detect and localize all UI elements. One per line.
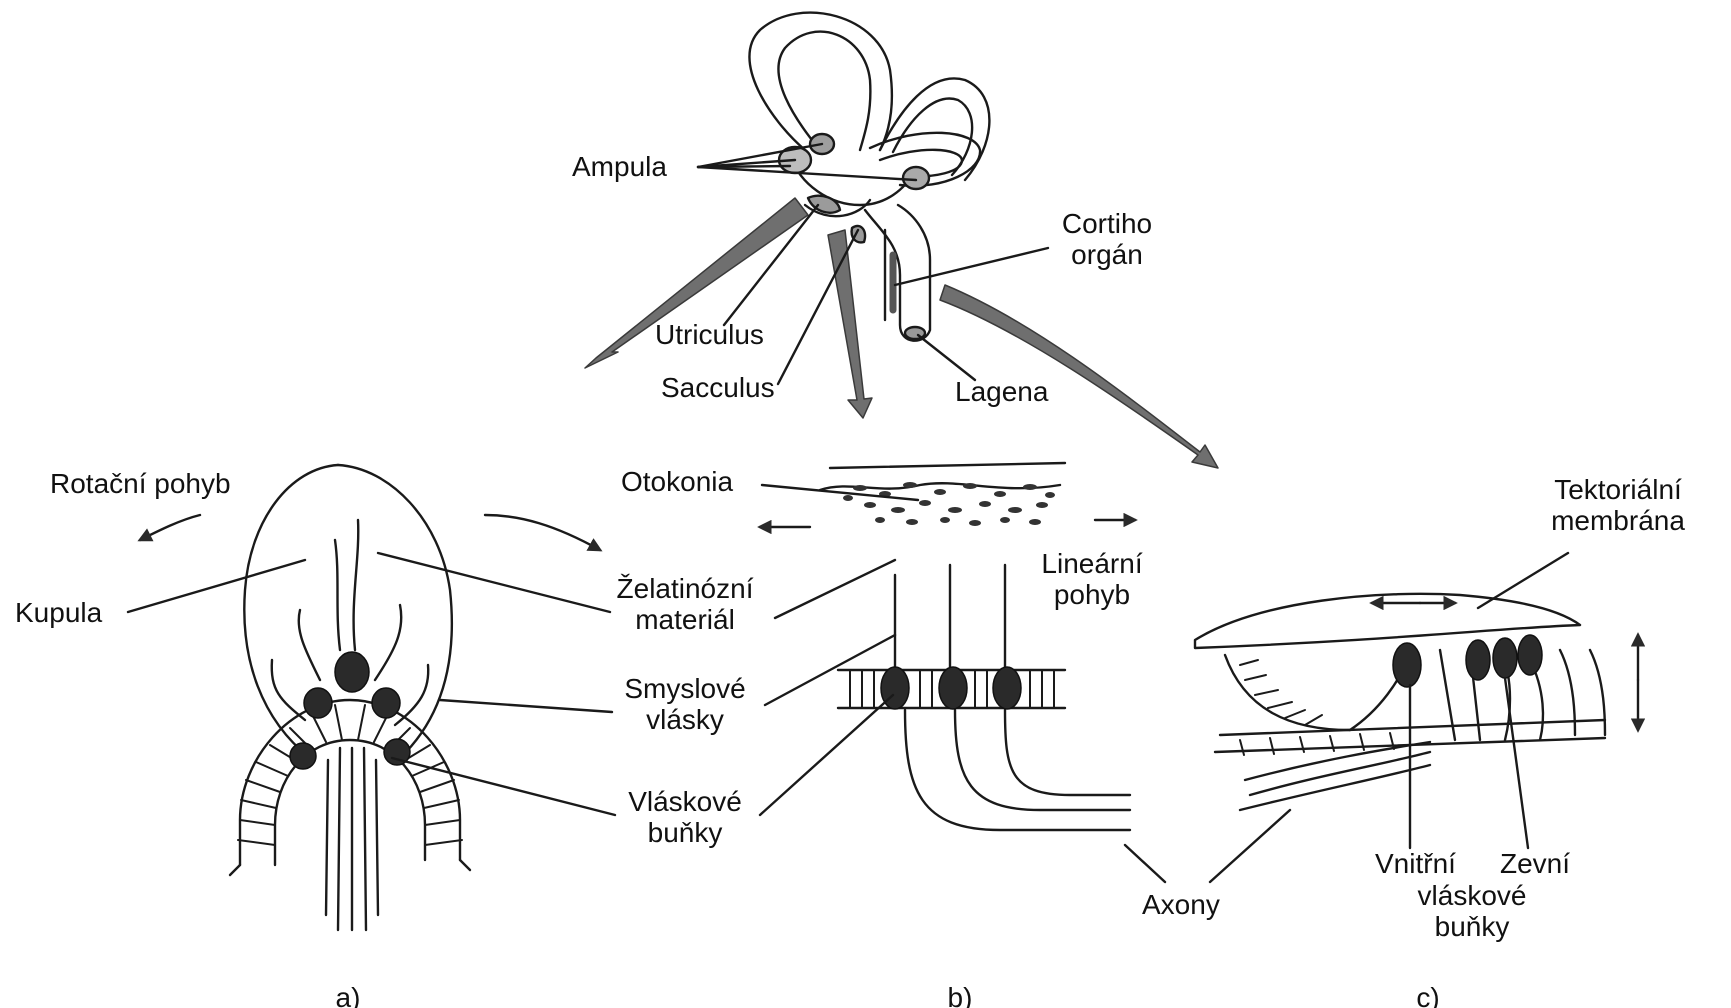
label-zelatinozni-material: Želatinózní materiál — [617, 573, 754, 635]
label-otokonia: Otokonia — [621, 466, 733, 497]
label-vlaskove-bunky-c-line1: vláskové — [1418, 880, 1527, 911]
label-utriculus: Utriculus — [655, 319, 764, 350]
label-rotacni-pohyb: Rotační pohyb — [50, 468, 231, 499]
panel-a-drawing — [240, 465, 460, 930]
label-vlaskove-bunky-c: vláskové buňky — [1418, 880, 1527, 942]
label-linearni-line1: Lineární — [1041, 548, 1142, 579]
label-kupula: Kupula — [15, 597, 102, 628]
label-tektorialni-membrana: Tektoriální membrána — [1551, 474, 1685, 536]
label-ampula: Ampula — [572, 151, 667, 182]
panel-b-drawing — [820, 463, 1130, 830]
label-vlaskove-bunky: Vláskové buňky — [628, 786, 742, 848]
panel-a-ribs — [238, 705, 462, 845]
label-linearni-line2: pohyb — [1041, 579, 1142, 610]
label-zevni: Zevní — [1500, 848, 1570, 879]
panel-label-c: c) — [1416, 982, 1439, 1008]
label-cortiho-organ-line1: Cortiho — [1062, 208, 1152, 239]
panel-c-drawing — [1195, 594, 1605, 810]
panel-c-hair-cells — [1393, 635, 1542, 687]
panel-b-hair-cells — [881, 667, 1021, 709]
label-vlaskove-line1: Vláskové — [628, 786, 742, 817]
label-zelatinozni-line1: Želatinózní — [617, 573, 754, 604]
rotation-arrow-left — [140, 515, 200, 540]
panel-a-hair-cells — [290, 652, 410, 769]
panel-label-b: b) — [948, 982, 973, 1008]
label-smyslove-line2: vlásky — [624, 704, 745, 735]
label-vnitrni: Vnitřní — [1375, 848, 1456, 879]
label-sacculus: Sacculus — [661, 372, 775, 403]
label-cortiho-organ-line2: orgán — [1062, 239, 1152, 270]
label-smyslove-line1: Smyslové — [624, 673, 745, 704]
label-zelatinozni-line2: materiál — [617, 604, 754, 635]
label-smyslove-vlasky: Smyslové vlásky — [624, 673, 745, 735]
label-vlaskove-bunky-c-line2: buňky — [1418, 911, 1527, 942]
label-linearni-pohyb: Lineární pohyb — [1041, 548, 1142, 610]
label-lagena: Lagena — [955, 376, 1048, 407]
arrow-to-panel-b — [828, 230, 872, 418]
label-tektorialni-line2: membrána — [1551, 505, 1685, 536]
label-axony: Axony — [1142, 889, 1220, 920]
panel-label-a: a) — [336, 982, 361, 1008]
ampulla-shape-3 — [903, 167, 929, 189]
label-vlaskove-line2: buňky — [628, 817, 742, 848]
label-tektorialni-line1: Tektoriální — [1551, 474, 1685, 505]
label-cortiho-organ: Cortiho orgán — [1062, 208, 1152, 270]
rotation-arrow-right — [485, 515, 600, 550]
